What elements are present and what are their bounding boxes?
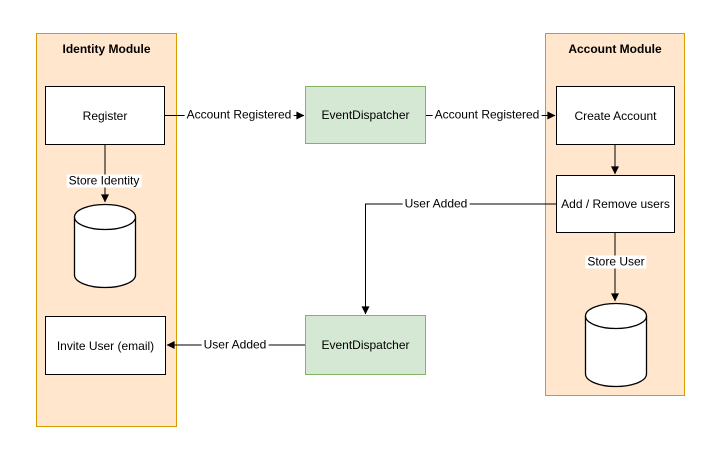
edge-label-account-registered-1: Account Registered bbox=[184, 107, 294, 122]
edge-label-user-added-1: User Added bbox=[402, 196, 470, 211]
edge-label-user-added-2: User Added bbox=[201, 337, 269, 352]
event-dispatcher-top-label: EventDispatcher bbox=[321, 108, 410, 122]
register-node-label: Register bbox=[82, 108, 128, 123]
account-database-icon bbox=[584, 302, 648, 388]
event-dispatcher-bottom-node: EventDispatcher bbox=[305, 315, 426, 375]
identity-database-icon bbox=[73, 203, 137, 289]
invite-user-node-label: Invite User (email) bbox=[56, 338, 155, 353]
create-account-node-label: Create Account bbox=[574, 108, 657, 123]
add-remove-users-node: Add / Remove users bbox=[556, 175, 675, 233]
event-dispatcher-top-node: EventDispatcher bbox=[305, 86, 426, 144]
edge-add-remove-to-dispatcher bbox=[361, 203, 556, 315]
account-module-title: Account Module bbox=[568, 42, 662, 56]
create-account-node: Create Account bbox=[556, 86, 675, 145]
edge-label-store-user: Store User bbox=[585, 254, 647, 269]
edge-label-account-registered-2: Account Registered bbox=[432, 107, 542, 122]
event-dispatcher-bottom-label: EventDispatcher bbox=[321, 338, 410, 352]
add-remove-users-node-label: Add / Remove users bbox=[561, 197, 670, 211]
edge-label-store-identity: Store Identity bbox=[66, 173, 142, 188]
identity-module-title: Identity Module bbox=[62, 42, 151, 56]
register-node: Register bbox=[45, 86, 165, 145]
invite-user-node: Invite User (email) bbox=[45, 316, 166, 375]
